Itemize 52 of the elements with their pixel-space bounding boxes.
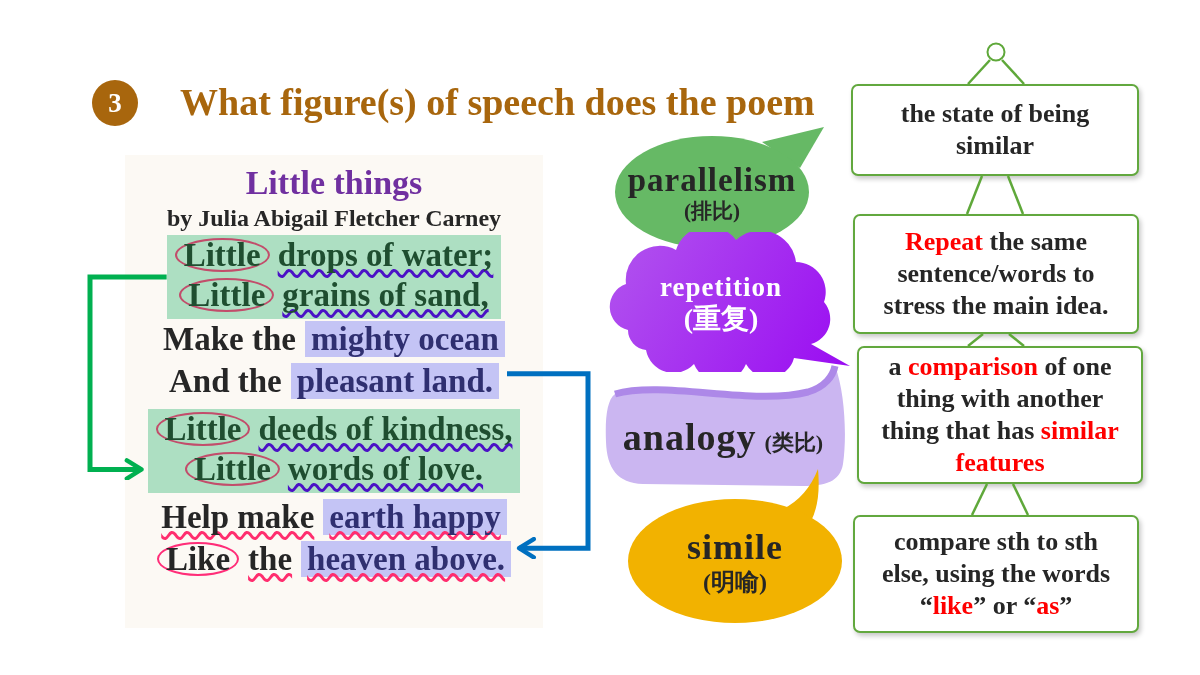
hanger-ring-icon	[986, 42, 1006, 62]
term-label: parallelism	[627, 161, 797, 199]
poem-line: words of love.	[287, 452, 484, 486]
term-translation: (类比)	[764, 430, 824, 455]
term-label: repetition	[660, 271, 782, 303]
poem-line: deeds of kindness,	[258, 412, 513, 446]
hanger-line	[1011, 483, 1030, 516]
highlight-band	[166, 235, 502, 319]
poem-text: Make the	[163, 321, 296, 357]
highlighted-phrase: earth happy	[323, 499, 507, 535]
poem-panel	[125, 155, 543, 628]
term-label: simile	[687, 526, 783, 568]
hanger-line	[1001, 59, 1025, 85]
circled-word: Little	[174, 238, 270, 272]
poem-text: And the	[169, 363, 282, 399]
definition-text: a comparison of one thing with another thing that has similar features	[880, 351, 1120, 479]
hanger-line	[970, 483, 989, 516]
question-number: 3	[108, 88, 122, 118]
circled-word: Little	[155, 412, 251, 446]
term-translation: (重复)	[683, 302, 759, 335]
hanger-line	[1008, 333, 1025, 347]
definition-card	[853, 214, 1139, 334]
hanger-line	[965, 175, 984, 215]
definition-card	[853, 515, 1139, 633]
poem-text: the	[248, 541, 293, 577]
circled-word: Little	[184, 452, 280, 486]
arrow	[507, 371, 591, 560]
arrow	[87, 274, 167, 481]
term-translation: (明喻)	[703, 567, 767, 596]
hanger-line	[967, 59, 991, 85]
circled-word: Like	[156, 542, 240, 576]
term-translation: (排比)	[684, 199, 740, 223]
highlighted-phrase: pleasant land.	[290, 363, 499, 399]
term-label: analogy	[622, 415, 757, 459]
poem-line: grains of sand,	[282, 278, 489, 312]
highlight-band	[147, 409, 521, 493]
circled-word: Little	[179, 278, 275, 312]
definition-card	[857, 346, 1143, 484]
slide-title: What figure(s) of speech does the poem	[180, 80, 815, 125]
number-badge	[92, 80, 138, 126]
definition-card	[851, 84, 1139, 176]
highlighted-phrase: mighty ocean	[305, 321, 505, 357]
hanger-line	[967, 333, 984, 347]
hanger-line	[1006, 175, 1025, 215]
poem-text: Help make	[161, 499, 315, 535]
highlighted-phrase: heaven above.	[301, 541, 512, 577]
poem-title: Little things	[244, 163, 424, 203]
poem-author: by Julia Abigail Fletcher Carney	[165, 204, 503, 232]
definition-text: the state of being similar	[899, 98, 1091, 162]
definition-text: Repeat the same sentence/words to stress the main idea.	[882, 226, 1110, 322]
poem-line: drops of water;	[277, 238, 494, 272]
definition-text: compare sth to sth else, using the words “like” or “as”	[880, 526, 1112, 622]
